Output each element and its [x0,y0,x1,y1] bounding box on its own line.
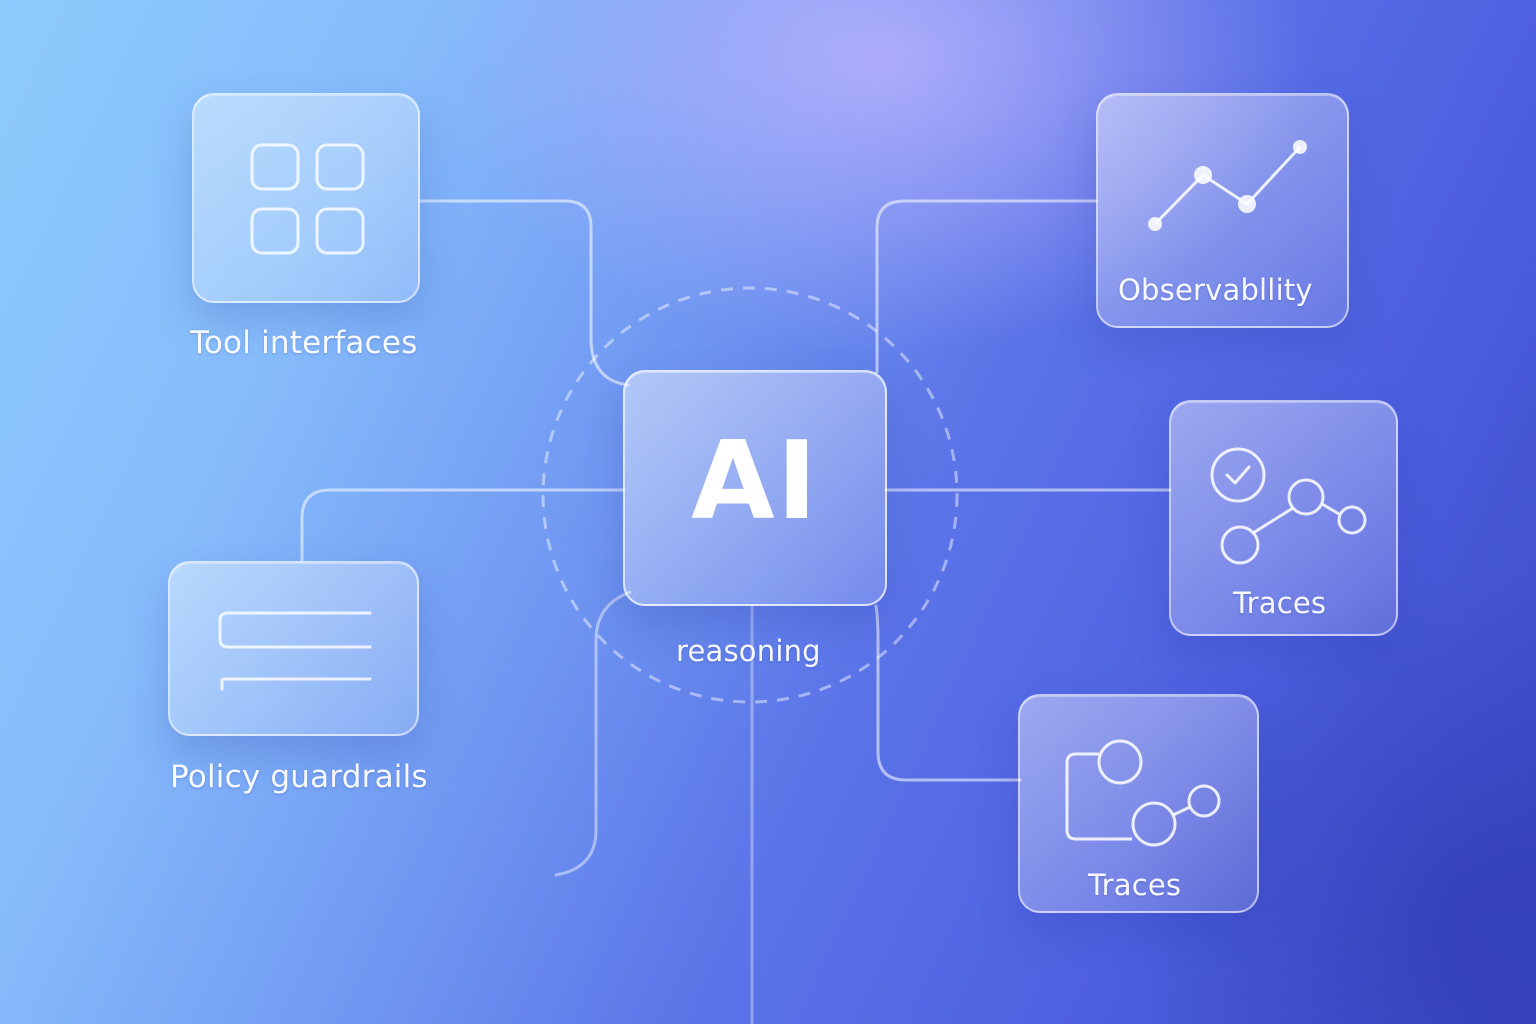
check-trace-icon [1210,447,1367,565]
traces-card-upper[interactable]: Traces [1169,400,1398,636]
grid-icon [250,143,365,255]
traces-label-upper: Traces [1233,586,1327,620]
connector-traces-lower [874,604,1022,782]
observability-label: Observabllity [1118,273,1313,307]
policy-guardrails-card[interactable] [168,561,419,736]
workflow-icon [1065,739,1221,847]
document-lines-icon [218,611,372,691]
reasoning-label: reasoning [676,634,821,668]
connector-policy-guardrails [300,488,626,562]
ai-core-card[interactable]: AI [623,370,887,606]
tool-interfaces-label: Tool interfaces [190,325,418,361]
reasoning-halo [541,286,959,704]
connector-observability [875,199,1098,374]
traces-label-lower: Traces [1088,868,1182,902]
tool-interfaces-card[interactable] [192,93,420,303]
ai-title: AI [691,419,819,544]
traces-card-lower[interactable]: Traces [1018,694,1259,913]
line-chart-icon [1148,140,1307,231]
connector-tool-interfaces [418,199,630,387]
connector-left-down [554,590,632,877]
observability-card[interactable]: Observabllity [1096,93,1349,328]
policy-guardrails-label: Policy guardrails [170,759,428,795]
